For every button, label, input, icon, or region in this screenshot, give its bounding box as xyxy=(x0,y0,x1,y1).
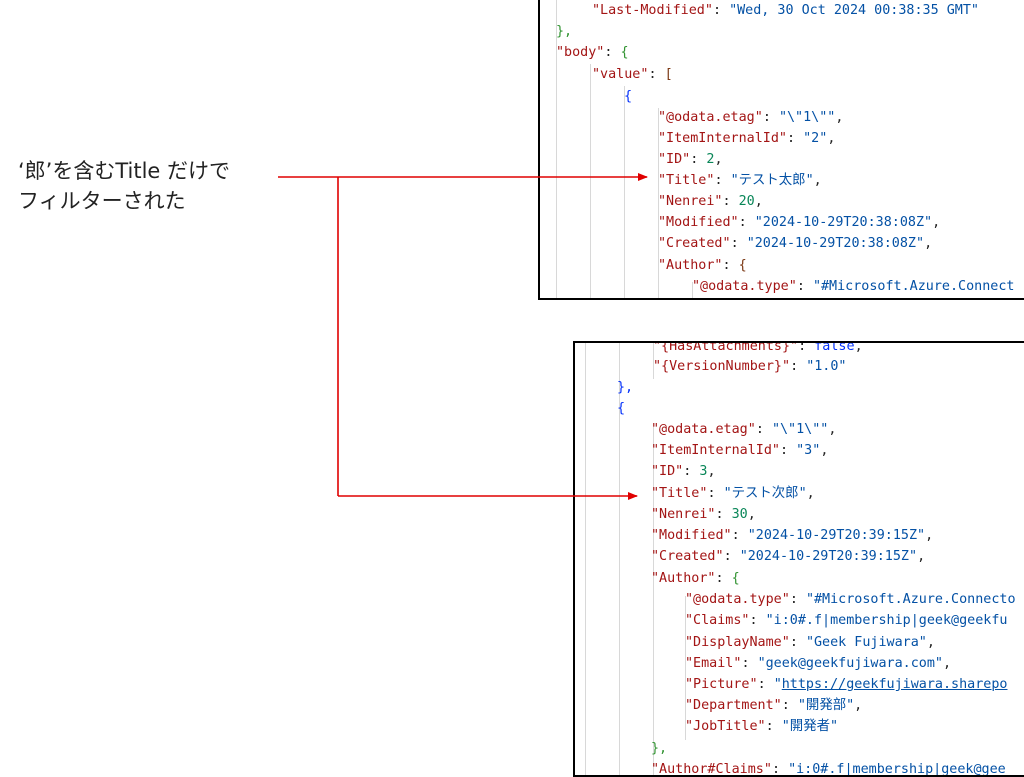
indent-guide xyxy=(653,426,654,775)
json-line-email: "Email": "geek@geekfujiwara.com", xyxy=(685,656,952,671)
picture-link[interactable]: https://geekfujiwara.sharepo xyxy=(781,677,1008,692)
json-line-last-modified: "Last-Modified": "Wed, 30 Oct 2024 00:38… xyxy=(592,3,979,18)
json-line-id: "ID": 2, xyxy=(658,152,723,167)
json-line-author: "Author": { xyxy=(658,258,747,273)
indent-guide xyxy=(653,343,654,379)
json-line-internal-id: "ItemInternalId": "3", xyxy=(651,443,829,458)
json-line-title: "Title": "テスト太郎", xyxy=(658,173,822,188)
indent-guide xyxy=(590,64,591,298)
annotation-label: ‘郎’を含むTitle だけで フィルターされた xyxy=(18,156,230,216)
json-line-body: "body": { xyxy=(556,45,629,60)
json-line-picture: "Picture": "https://geekfujiwara.sharepo xyxy=(685,677,1008,692)
json-line-close-headers: }, xyxy=(556,24,573,39)
json-line-close-item: }, xyxy=(617,380,634,395)
json-line-close-author: }, xyxy=(651,741,668,756)
json-line-etag: "@odata.etag": "\"1\"", xyxy=(658,110,844,125)
json-line-claims: "Claims": "i:0#.f|membership|geek@geekfu xyxy=(685,613,1008,628)
indent-guide xyxy=(692,282,693,298)
json-line-id: "ID": 3, xyxy=(651,464,716,479)
json-panel-top: "Last-Modified": "Wed, 30 Oct 2024 00:38… xyxy=(538,0,1024,300)
indent-guide xyxy=(585,343,586,775)
indent-guide xyxy=(658,108,659,298)
json-line-created: "Created": "2024-10-29T20:39:15Z", xyxy=(651,549,926,564)
json-line-author: "Author": { xyxy=(651,571,740,586)
json-line-odata-type: "@odata.type": "#Microsoft.Azure.Connect xyxy=(692,279,1015,294)
json-line-title: "Title": "テスト次郎", xyxy=(651,486,815,501)
json-line-display-name: "DisplayName": "Geek Fujiwara", xyxy=(685,635,935,650)
json-line-open-item: { xyxy=(624,89,633,104)
json-line-job-title: "JobTitle": "開発者" xyxy=(685,719,839,734)
json-line-modified: "Modified": "2024-10-29T20:38:08Z", xyxy=(658,215,941,230)
indent-guide xyxy=(556,0,557,298)
json-line-nenrei: "Nenrei": 30, xyxy=(651,507,756,522)
indent-guide xyxy=(619,343,620,775)
indent-guide xyxy=(624,86,625,298)
json-line-has-attachments: "{HasAttachments}": false, xyxy=(653,341,863,354)
indent-guide xyxy=(685,596,686,740)
json-line-department: "Department": "開発部", xyxy=(685,698,863,713)
json-line-created: "Created": "2024-10-29T20:38:08Z", xyxy=(658,236,933,251)
json-line-version: "{VersionNumber}": "1.0" xyxy=(653,359,847,374)
json-line-odata-type: "@odata.type": "#Microsoft.Azure.Connect… xyxy=(685,592,1016,607)
json-line-nenrei: "Nenrei": 20, xyxy=(658,194,763,209)
json-line-value: "value": [ xyxy=(592,67,673,82)
json-panel-bottom: "{HasAttachments}": false, "{VersionNumb… xyxy=(573,341,1024,777)
json-line-internal-id: "ItemInternalId": "2", xyxy=(658,131,836,146)
json-line-open-item: { xyxy=(617,401,626,416)
annotation-line-2: フィルターされた xyxy=(18,189,186,213)
annotation-line-1: ‘郎’を含むTitle だけで xyxy=(18,159,231,183)
json-line-author-claims: "Author#Claims": "i:0#.f|membership|geek… xyxy=(651,762,1006,777)
json-line-etag: "@odata.etag": "\"1\"", xyxy=(651,422,837,437)
json-line-modified: "Modified": "2024-10-29T20:39:15Z", xyxy=(651,528,934,543)
